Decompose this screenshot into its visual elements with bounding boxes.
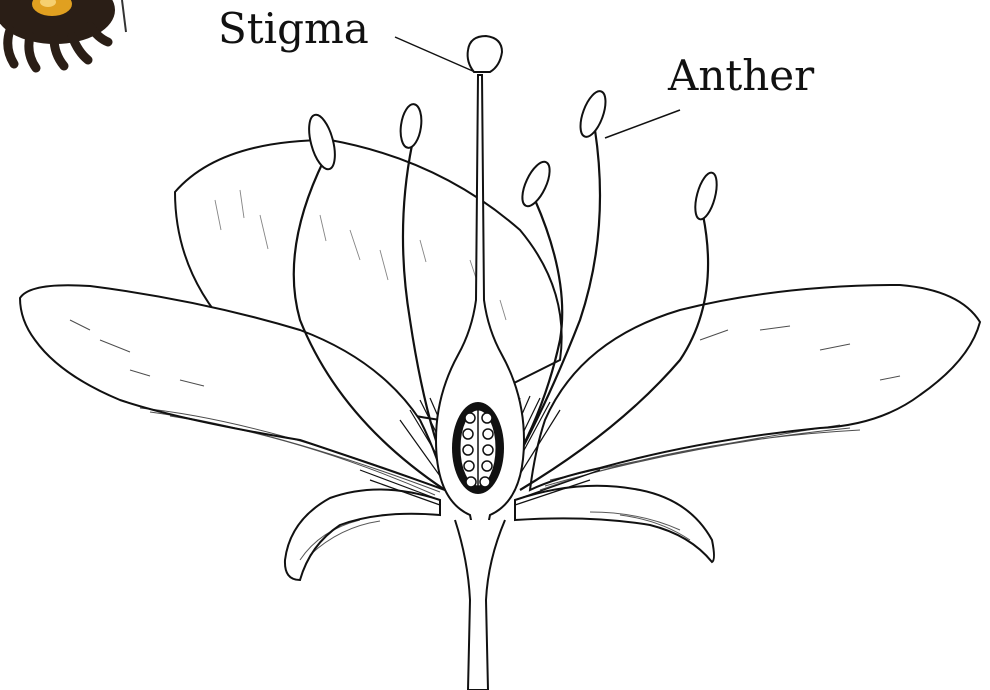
anther-label: Anther (668, 55, 814, 97)
anther-leader-line (605, 110, 680, 138)
anther-2 (398, 103, 424, 149)
stigma (468, 36, 502, 72)
stigma-leader-line (395, 37, 475, 72)
right-petal (530, 285, 980, 490)
bee-icon (0, 0, 126, 68)
ovary (452, 402, 504, 494)
anther-4 (575, 88, 610, 140)
anther-3 (517, 158, 555, 210)
stem (455, 520, 505, 690)
right-sepal (515, 486, 714, 562)
anther-5 (691, 170, 721, 221)
left-sepal (285, 489, 440, 580)
stigma-label: Stigma (218, 8, 369, 50)
leader-lines (395, 37, 680, 138)
